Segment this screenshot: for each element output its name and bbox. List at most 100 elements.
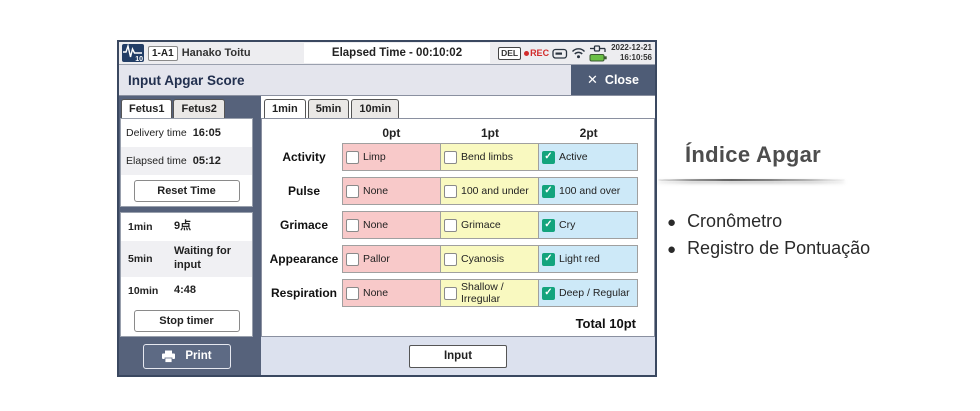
option-respiration-deep-regular[interactable]: ✓Deep / Regular: [539, 280, 637, 307]
row-label-grimace: Grimace: [279, 218, 329, 232]
close-icon: ✕: [587, 72, 598, 87]
option-activity-limp[interactable]: Limp: [343, 144, 441, 170]
option-pulse-none[interactable]: None: [343, 178, 441, 204]
option-label: Limp: [363, 150, 386, 163]
rec-label: REC: [530, 48, 550, 58]
option-pulse-100-and-over[interactable]: ✓ 100 and over: [539, 178, 637, 204]
caption-title: Índice Apgar: [685, 142, 822, 167]
option-grimace-none[interactable]: None: [343, 212, 441, 238]
caption-panel: Índice Apgar ●Cronômetro●Registro de Pon…: [658, 142, 970, 262]
reset-time-button[interactable]: Reset Time: [133, 179, 240, 202]
timer-value: Waiting for input: [174, 245, 232, 271]
option-label: 100 and over: [559, 184, 621, 197]
tab-10min[interactable]: 10min: [351, 99, 400, 118]
option-activity-active[interactable]: ✓ Active: [539, 144, 637, 170]
close-button[interactable]: ✕ Close: [571, 65, 655, 95]
option-label: None: [363, 184, 389, 197]
fetal-monitor-dialog: 10 1-A1 Hanako Toitu Elapsed Time - 00:1…: [117, 40, 657, 377]
option-respiration-shallow-irregular[interactable]: Shallow / Irregular: [441, 280, 539, 307]
options-respiration: None Shallow / Irregular ✓Deep / Regular: [342, 279, 638, 308]
apgar-row-grimace: Grimace None Grimace ✓ Cry: [266, 211, 638, 239]
apgar-row-activity: Activity Limp Bend limbs✓ Active: [266, 143, 638, 171]
bed-label: 1-A1: [148, 45, 178, 61]
print-button[interactable]: Print: [142, 343, 231, 369]
bullet-text: Registro de Pontuação: [687, 238, 871, 258]
checkbox-unchecked-icon[interactable]: [346, 218, 359, 232]
options-activity: Limp Bend limbs✓ Active: [342, 143, 638, 171]
input-button[interactable]: Input: [409, 344, 507, 368]
checkbox-unchecked-icon[interactable]: [444, 184, 457, 198]
column-header-0pt: 0pt: [382, 125, 401, 140]
checkbox-unchecked-icon[interactable]: [444, 252, 457, 266]
delivery-section: Delivery time 16:05 Elapsed time 05:12 R…: [120, 118, 253, 207]
apgar-row-appearance: Appearance Pallor Cyanosis ✓Light red: [266, 245, 638, 273]
checkbox-unchecked-icon[interactable]: [346, 184, 359, 198]
option-label: 100 and under: [461, 184, 529, 197]
checkbox-checked-icon[interactable]: ✓: [542, 184, 555, 198]
option-appearance-cyanosis[interactable]: Cyanosis: [441, 246, 539, 272]
waveform-icon: 10: [122, 44, 144, 63]
checkbox-unchecked-icon[interactable]: [444, 218, 457, 232]
apgar-row-pulse: Pulse None 100 and under ✓ 100 and over: [266, 177, 638, 205]
checkbox-unchecked-icon[interactable]: [346, 150, 359, 164]
tab-5min[interactable]: 5min: [307, 99, 350, 118]
tab-fetus2[interactable]: Fetus2: [173, 99, 225, 118]
checkbox-checked-icon[interactable]: ✓: [542, 252, 555, 266]
row-label-appearance: Appearance: [269, 252, 339, 266]
checkbox-unchecked-icon[interactable]: [444, 150, 457, 164]
wifi-icon: [571, 47, 586, 59]
option-respiration-none[interactable]: None: [343, 280, 441, 307]
elapsed-time-value: 05:12: [192, 155, 221, 167]
option-pulse-100-and-under[interactable]: 100 and under: [441, 178, 539, 204]
checkbox-checked-icon[interactable]: ✓: [542, 150, 555, 164]
checkbox-unchecked-icon[interactable]: [346, 286, 359, 300]
options-grimace: None Grimace ✓ Cry: [342, 211, 638, 239]
row-label-activity: Activity: [282, 150, 326, 164]
print-area: Print: [120, 337, 253, 375]
option-appearance-pallor[interactable]: Pallor: [343, 246, 441, 272]
checkbox-checked-icon[interactable]: ✓: [542, 286, 555, 300]
option-label: Cry: [559, 218, 576, 231]
timer-value: 4:48: [174, 284, 197, 297]
elapsed-time-display: Elapsed Time - 00:10:02: [304, 43, 490, 63]
options-pulse: None 100 and under ✓ 100 and over: [342, 177, 638, 205]
option-grimace-cry[interactable]: ✓ Cry: [539, 212, 637, 238]
checkbox-unchecked-icon[interactable]: [346, 252, 359, 266]
checkbox-checked-icon[interactable]: ✓: [542, 218, 555, 232]
print-label: Print: [185, 350, 212, 362]
option-label: Grimace: [461, 218, 501, 231]
tab-1min[interactable]: 1min: [264, 99, 306, 118]
row-label-pulse: Pulse: [287, 184, 320, 198]
stop-timer-button[interactable]: Stop timer: [133, 309, 240, 332]
option-label: Cyanosis: [461, 252, 505, 265]
caption-bullet-registro-de-pontua-o: ●Registro de Pontuação: [667, 235, 970, 262]
waveform-badge-number: 10: [135, 56, 143, 63]
caption-divider: [658, 179, 845, 181]
dialog-title-bar: Input Apgar Score ✕ Close: [119, 65, 655, 96]
option-label: Active: [559, 150, 588, 163]
bullet-text: Cronômetro: [687, 211, 783, 231]
timer-label: 1min: [128, 221, 153, 233]
option-appearance-light-red[interactable]: ✓Light red: [539, 246, 637, 272]
date-text: 2022-12-21: [611, 43, 652, 52]
checkbox-unchecked-icon[interactable]: [444, 286, 457, 300]
option-activity-bend-limbs[interactable]: Bend limbs: [441, 144, 539, 170]
del-indicator: DEL: [498, 46, 522, 60]
patient-name: Hanako Toitu: [181, 47, 251, 59]
printer-icon: [161, 350, 176, 363]
option-label: Shallow / Irregular: [461, 281, 504, 306]
elapsed-time-label: Elapsed time: [126, 155, 187, 167]
option-grimace-grimace[interactable]: Grimace: [441, 212, 539, 238]
tab-fetus1[interactable]: Fetus1: [121, 99, 173, 118]
column-header-1pt: 1pt: [480, 125, 499, 140]
